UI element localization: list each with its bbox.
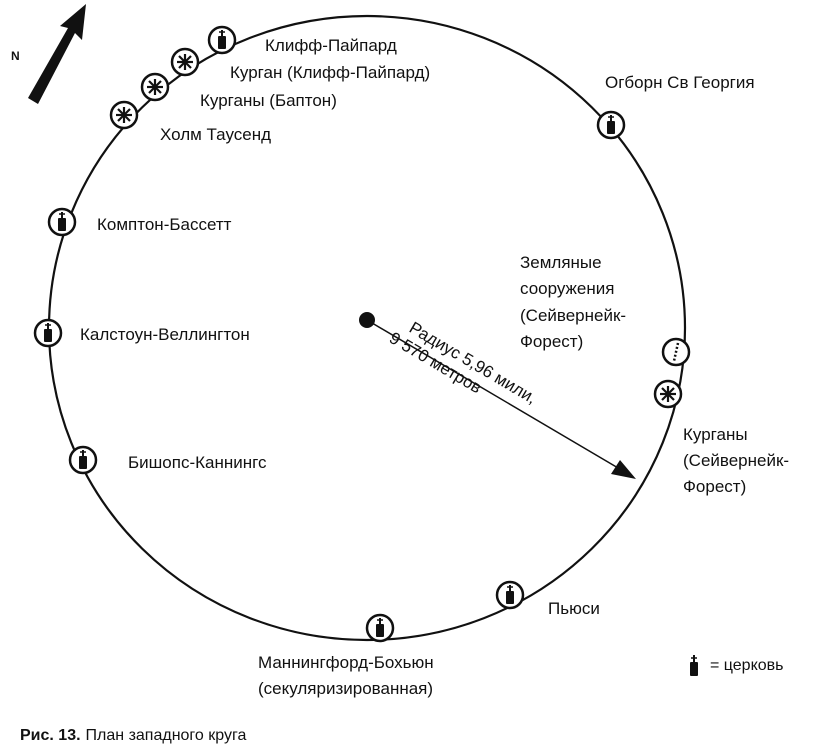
arrowhead-icon bbox=[611, 460, 636, 479]
label-calstone: Калстоун-Веллингтон bbox=[80, 325, 250, 344]
label-barrows-savernake: Форест) bbox=[683, 477, 746, 496]
label-manningford: Маннингфорд-Бохьюн bbox=[258, 653, 434, 672]
church-icon bbox=[47, 207, 77, 237]
church-icon bbox=[495, 580, 525, 610]
figure-number: Рис. 13. bbox=[20, 727, 81, 744]
label-earthworks: (Сейвернейк- bbox=[520, 306, 626, 325]
figure-caption: Рис. 13. План западного круга bbox=[20, 727, 246, 744]
label-cliff-pypard: Клифф-Пайпард bbox=[265, 36, 397, 55]
label-manningford: (секуляризированная) bbox=[258, 679, 433, 698]
radius-arrow bbox=[366, 319, 631, 476]
church-icon bbox=[68, 445, 98, 475]
church-legend-icon bbox=[690, 655, 698, 676]
label-town-hill: Холм Таусенд bbox=[160, 125, 271, 144]
label-earthworks: Земляные bbox=[520, 253, 602, 272]
label-pewsey: Пьюси bbox=[548, 599, 600, 618]
label-barrows-savernake: (Сейвернейк- bbox=[683, 451, 789, 470]
figure-title: План западного круга bbox=[86, 727, 247, 744]
barrow-icon bbox=[653, 379, 683, 409]
church-icon bbox=[207, 25, 237, 55]
church-icon bbox=[365, 613, 395, 643]
legend-church-label: = церковь bbox=[710, 657, 783, 674]
church-icon bbox=[596, 110, 626, 140]
church-icon bbox=[33, 318, 63, 348]
north-label: N bbox=[11, 49, 20, 63]
label-barrow-cliff-pypard: Курган (Клифф-Пайпард) bbox=[230, 63, 430, 82]
label-bishops-cannings: Бишопс-Каннингс bbox=[128, 453, 267, 472]
north-arrow-icon: N bbox=[11, 4, 86, 104]
label-barrows-savernake: Курганы bbox=[683, 425, 748, 444]
label-earthworks: Форест) bbox=[520, 332, 583, 351]
label-barrows-bupton: Курганы (Баптон) bbox=[200, 91, 337, 110]
barrow-icon bbox=[140, 72, 170, 102]
label-ogbourne: Огборн Св Георгия bbox=[605, 73, 755, 92]
label-compton-bassett: Комптон-Бассетт bbox=[97, 215, 232, 234]
earthwork-icon bbox=[661, 337, 691, 367]
label-earthworks: сооружения bbox=[520, 279, 614, 298]
legend: = церковь bbox=[690, 655, 783, 676]
barrow-icon bbox=[109, 100, 139, 130]
barrow-icon bbox=[170, 47, 200, 77]
